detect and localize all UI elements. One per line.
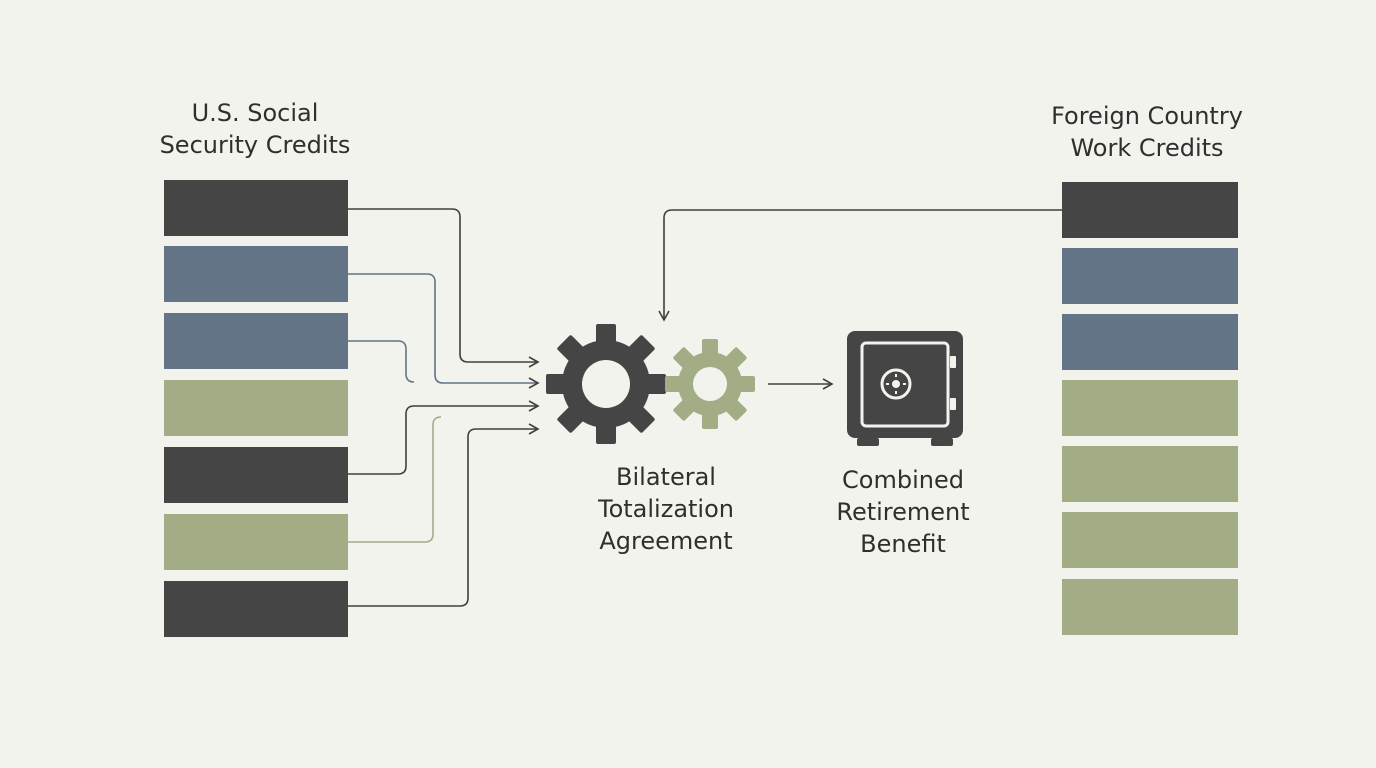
connector-line: [348, 273, 540, 389]
us-credit-block: [164, 180, 348, 236]
us-credit-block: [164, 581, 348, 637]
large-gear-icon: [546, 324, 666, 444]
foreign-credit-block: [1062, 512, 1238, 568]
connector-line: [348, 423, 540, 607]
us-credit-block: [164, 447, 348, 503]
benefit-label-line-1: Combined: [842, 466, 964, 494]
foreign-credit-block: [1062, 314, 1238, 370]
agreement-label-line-1: Bilateral: [616, 463, 716, 491]
us-connectors: [348, 208, 540, 607]
us-credits-title-line-1: U.S. Social: [191, 99, 319, 127]
agreement-label: Bilateral Totalization Agreement: [556, 461, 776, 557]
us-credits-title-line-2: Security Credits: [159, 131, 351, 159]
foreign-credit-block: [1062, 182, 1238, 238]
gears-icon: [546, 324, 755, 444]
us-credits-title: U.S. Social Security Credits: [130, 97, 380, 161]
safe-icon: [847, 331, 963, 446]
foreign-credits-title: Foreign Country Work Credits: [1022, 100, 1272, 164]
foreign-credits-title-line-1: Foreign Country: [1051, 102, 1243, 130]
agreement-label-line-2: Totalization: [598, 495, 734, 523]
us-credit-blocks: [164, 180, 348, 637]
foreign-credit-block: [1062, 446, 1238, 502]
benefit-label-line-2: Retirement: [836, 498, 970, 526]
agreement-label-line-3: Agreement: [599, 527, 733, 555]
foreign-credit-block: [1062, 380, 1238, 436]
connector-line: [348, 400, 540, 475]
benefit-label: Combined Retirement Benefit: [793, 464, 1013, 560]
foreign-credit-block: [1062, 248, 1238, 304]
small-gear-icon: [665, 339, 755, 429]
foreign-connector-line: [658, 209, 1062, 322]
connector-line: [348, 340, 415, 383]
connector-line: [348, 208, 540, 368]
foreign-credit-block: [1062, 579, 1238, 635]
us-credit-block: [164, 514, 348, 570]
us-credit-block: [164, 246, 348, 302]
us-credit-block: [164, 313, 348, 369]
benefit-label-line-3: Benefit: [860, 530, 946, 558]
connector-line: [348, 416, 442, 543]
foreign-credits-title-line-2: Work Credits: [1070, 134, 1224, 162]
us-credit-block: [164, 380, 348, 436]
foreign-credit-blocks: [1062, 182, 1238, 635]
